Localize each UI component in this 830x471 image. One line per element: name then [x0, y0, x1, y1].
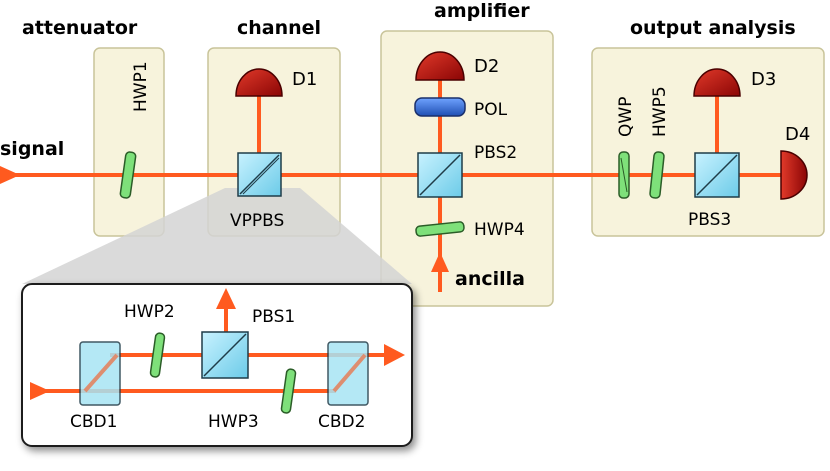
d4-detector	[780, 150, 808, 200]
hwp2-waveplate	[149, 332, 166, 378]
ancilla-label: ancilla	[455, 268, 525, 290]
qwp-label: QWP	[616, 97, 636, 137]
pbs2-label: PBS2	[474, 143, 517, 163]
pbs2-diagonal	[419, 154, 461, 196]
d2-detector	[415, 51, 465, 81]
d1-label: D1	[292, 69, 317, 90]
d2-label: D2	[474, 56, 499, 77]
inset-input-arrow	[30, 382, 50, 400]
hwp4-waveplate	[415, 221, 465, 237]
d3-label: D3	[751, 69, 776, 90]
attenuator-panel	[93, 47, 165, 237]
pbs3-label: PBS3	[688, 210, 731, 230]
pbs3-diagonal	[696, 154, 738, 196]
hwp2-label: HWP2	[124, 302, 175, 322]
hwp5-label: HWP5	[650, 86, 670, 137]
hwp1-waveplate	[119, 151, 137, 199]
d3-detector	[693, 68, 741, 97]
vppbs-diagonal-2	[242, 157, 280, 195]
channel-title: channel	[237, 17, 321, 39]
signal-arrow	[0, 166, 20, 184]
hwp5-waveplate	[649, 151, 665, 199]
cbd2-label: CBD2	[318, 412, 365, 432]
inset-output-arrow	[384, 344, 405, 366]
d1-detector	[235, 68, 283, 97]
signal-label: signal	[0, 138, 64, 160]
pol-polarizer	[414, 97, 466, 117]
inset-zoom-wedge	[22, 188, 412, 284]
cbd2-walk-overlay	[332, 353, 367, 393]
vppbs-diagonal	[239, 154, 280, 195]
vppbs-label: VPPBS	[230, 211, 284, 231]
amplifier-title: amplifier	[434, 0, 530, 22]
cbd1-walk-overlay	[83, 353, 119, 393]
hwp3-label: HWP3	[208, 412, 259, 432]
cbd1-label: CBD1	[70, 412, 117, 432]
pbs1-label: PBS1	[252, 307, 295, 327]
hwp3-waveplate	[280, 368, 297, 414]
qwp-mark	[620, 157, 628, 193]
amplifier-panel	[380, 30, 554, 307]
pol-label: POL	[474, 100, 508, 120]
inset-pbs1-arrow	[216, 288, 236, 309]
attenuator-title: attenuator	[22, 17, 138, 39]
hwp1-label: HWP1	[131, 61, 151, 112]
output-analysis-title: output analysis	[630, 17, 796, 39]
hwp4-label: HWP4	[474, 220, 525, 240]
ancilla-arrow	[431, 252, 449, 272]
pbs1-diagonal	[203, 333, 247, 377]
d4-label: D4	[785, 124, 810, 145]
